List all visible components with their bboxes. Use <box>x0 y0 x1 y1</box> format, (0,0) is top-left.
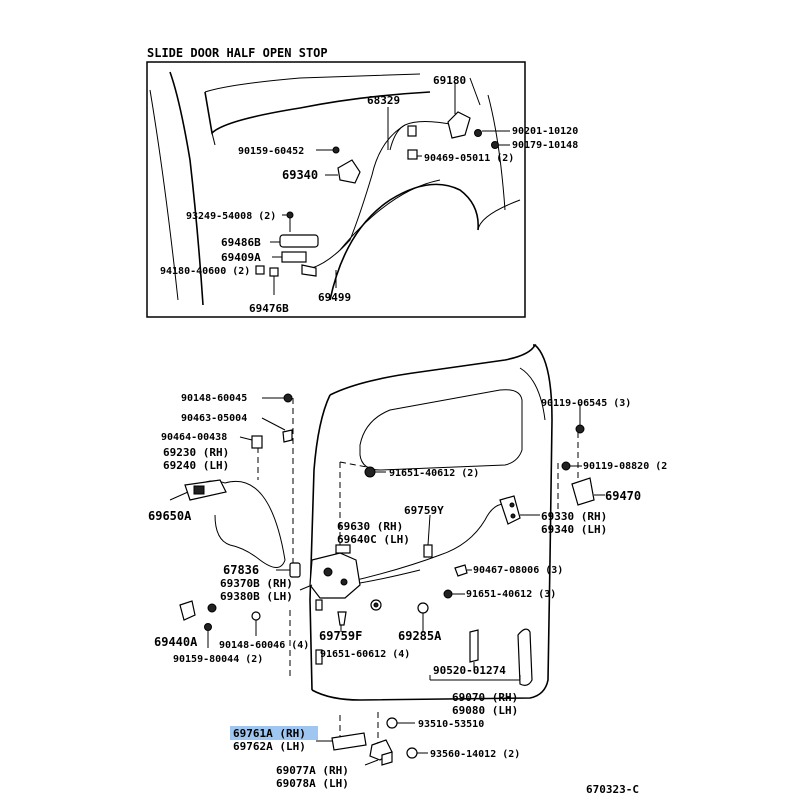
bracket-91651c <box>315 649 323 665</box>
cable-to-lock <box>347 503 511 583</box>
bolt-93560-14012 <box>406 747 418 759</box>
label-69340-lh: 69340 (LH) <box>541 523 607 536</box>
label-90464-00438: 90464-00438 <box>161 432 227 443</box>
main-cable <box>214 481 286 568</box>
label-69077a-rh: 69077A (RH) <box>276 764 349 777</box>
label-90201-10120: 90201-10120 <box>512 126 578 137</box>
inset-part-69499 <box>301 264 317 277</box>
label-90119-08820: 90119-08820 (2 <box>583 461 667 472</box>
label-69180: 69180 <box>433 74 466 87</box>
part-67836 <box>289 562 301 578</box>
inset-nut-94180 <box>255 265 265 275</box>
label-68329: 68329 <box>367 94 400 107</box>
stopper-69440a <box>179 600 217 621</box>
label-69759y: 69759Y <box>404 504 444 517</box>
label-90520-01274: 90520-01274 <box>433 664 506 677</box>
clip-90467-08006 <box>454 564 468 577</box>
label-69440a: 69440A <box>154 635 198 649</box>
inset-part-69486b <box>270 234 319 248</box>
inset-bolt-90201 <box>474 129 482 137</box>
inset-clip-90469 <box>407 149 418 160</box>
label-93560-14012: 93560-14012 (2) <box>430 749 520 760</box>
label-90469-05011: 90469-05011 (2) <box>424 153 514 164</box>
label-69340-inset: 69340 <box>282 168 318 182</box>
label-69409a: 69409A <box>221 251 261 264</box>
rod-69759f <box>337 611 347 626</box>
label-69285a: 69285A <box>398 629 442 643</box>
striker-69330 <box>499 495 540 525</box>
label-90148-60045: 90148-60045 <box>181 393 247 404</box>
nut-91651-40612b <box>443 589 453 599</box>
label-90159-80044: 90159-80044 (2) <box>173 654 263 665</box>
label-90463-05004: 90463-05004 <box>181 413 247 424</box>
label-69330-rh: 69330 (RH) <box>541 510 607 523</box>
handle-69070 <box>469 628 533 686</box>
highlight-69761a <box>230 726 318 740</box>
label-69470: 69470 <box>605 489 641 503</box>
inset-part-69409a <box>272 251 307 263</box>
inset-frame <box>146 61 526 318</box>
label-69640c-lh: 69640C (LH) <box>337 533 410 546</box>
label-69630-rh: 69630 (RH) <box>337 520 403 533</box>
bolt-90119-06545 <box>575 424 585 434</box>
bracket-69470 <box>571 477 605 506</box>
screw-90159-80044 <box>204 623 212 631</box>
label-69761a-rh: 69761A (RH) <box>233 727 306 740</box>
label-69240-lh: 69240 (LH) <box>163 459 229 472</box>
screw-90148-60046 <box>251 611 261 621</box>
inset-screw-93249 <box>286 211 294 219</box>
label-69476b: 69476B <box>249 302 289 315</box>
diagram-title: SLIDE DOOR HALF OPEN STOP <box>147 46 328 60</box>
inset-nut-90179 <box>491 141 499 149</box>
label-90119-06545: 90119-06545 (3) <box>541 398 631 409</box>
clip-69759f-link <box>315 599 323 611</box>
clip-90463-05004 <box>282 429 293 443</box>
label-94180-40600: 94180-40600 (2) <box>160 266 250 277</box>
label-93510-53510: 93510-53510 <box>418 719 484 730</box>
label-69499: 69499 <box>318 291 351 304</box>
label-69759f: 69759F <box>319 629 362 643</box>
label-91651-40612-3: 91651-40612 (3) <box>466 589 556 600</box>
inset-part-69340 <box>325 159 361 184</box>
label-69080-lh: 69080 (LH) <box>452 704 518 717</box>
label-69370b-rh: 69370B (RH) <box>220 577 293 590</box>
label-69650a: 69650A <box>148 509 192 523</box>
label-90179-10148: 90179-10148 <box>512 140 578 151</box>
clip-69759y <box>423 544 433 558</box>
grommet-69285a <box>417 602 429 614</box>
label-67836: 67836 <box>223 563 259 577</box>
label-90159-60452: 90159-60452 <box>238 146 304 157</box>
screw-93510-53510 <box>386 717 398 729</box>
label-91651-60612: 91651-60612 (4) <box>320 649 410 660</box>
inset-nut-94180b <box>269 267 279 277</box>
label-69078a-lh: 69078A (LH) <box>276 777 349 790</box>
door-outline <box>309 344 553 701</box>
diagram-code: 670323-C <box>586 783 639 796</box>
label-69486b: 69486B <box>221 236 261 249</box>
hinge-69077a <box>369 739 393 766</box>
inset-body-outline <box>149 71 521 306</box>
label-69380b-lh: 69380B (LH) <box>220 590 293 603</box>
bolt-90148-60045 <box>283 393 293 403</box>
inset-part-69180 <box>447 82 471 139</box>
nut-91651-40612 <box>364 466 376 478</box>
clip-90464-00438 <box>251 435 263 449</box>
inset-cable <box>311 121 456 269</box>
lock-69370b <box>309 544 361 599</box>
label-69070-rh: 69070 (RH) <box>452 691 518 704</box>
label-69230-rh: 69230 (RH) <box>163 446 229 459</box>
inset-part-68329-clip <box>407 125 417 137</box>
cover-69761a <box>331 732 367 751</box>
bolt-90119-08820 <box>561 461 571 471</box>
inset-screw-90159 <box>332 146 340 154</box>
label-69762a-lh: 69762A (LH) <box>233 740 306 753</box>
label-90467-08006: 90467-08006 (3) <box>473 565 563 576</box>
label-91651-40612-2: 91651-40612 (2) <box>389 468 479 479</box>
label-93249-54008: 93249-54008 (2) <box>186 211 276 222</box>
handle-69230 <box>184 479 227 501</box>
label-90148-60046: 90148-60046 (4) <box>219 640 309 651</box>
